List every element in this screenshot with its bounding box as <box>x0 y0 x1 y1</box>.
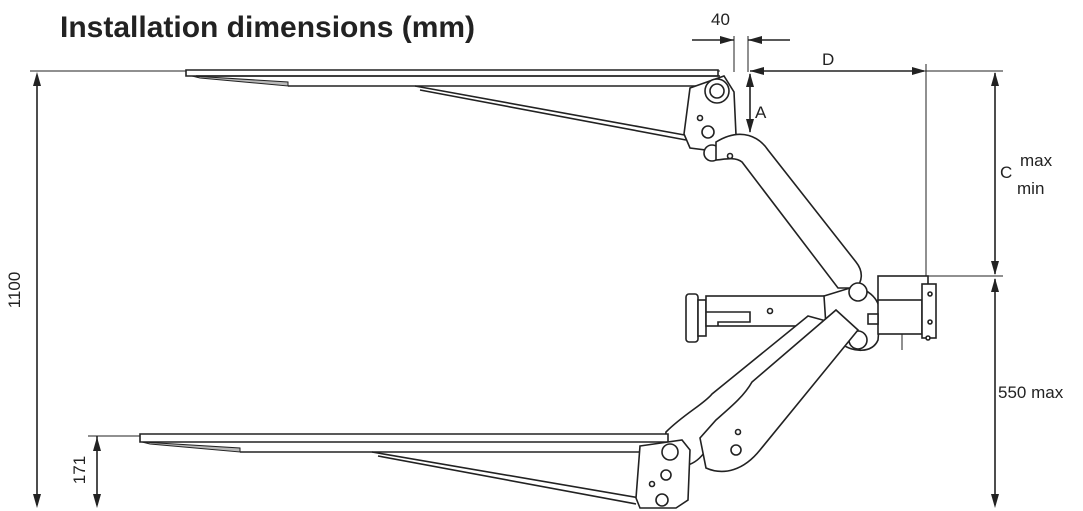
dimension-d-label: D <box>822 50 834 69</box>
dimension-a-label: A <box>755 103 767 122</box>
dimension-c-min-label: min <box>1017 179 1044 198</box>
dimension-40: 40 <box>692 10 790 72</box>
dimension-171: 171 <box>70 435 140 508</box>
dimension-550: 550 max <box>991 278 1064 508</box>
dimension-a: A <box>746 73 767 133</box>
dimension-550-label: 550 max <box>998 383 1064 402</box>
dimension-1100-label: 1100 <box>5 272 24 309</box>
dimension-c: C max min <box>880 70 1053 277</box>
dimension-d: D <box>750 50 927 280</box>
dimension-40-label: 40 <box>711 10 730 29</box>
dimension-c-label: C <box>1000 163 1012 182</box>
dimension-c-max-label: max <box>1020 151 1053 170</box>
upper-arm <box>185 69 863 289</box>
diagram-title: Installation dimensions (mm) <box>60 11 475 44</box>
lower-arm <box>139 308 860 509</box>
dimension-171-label: 171 <box>70 456 89 484</box>
